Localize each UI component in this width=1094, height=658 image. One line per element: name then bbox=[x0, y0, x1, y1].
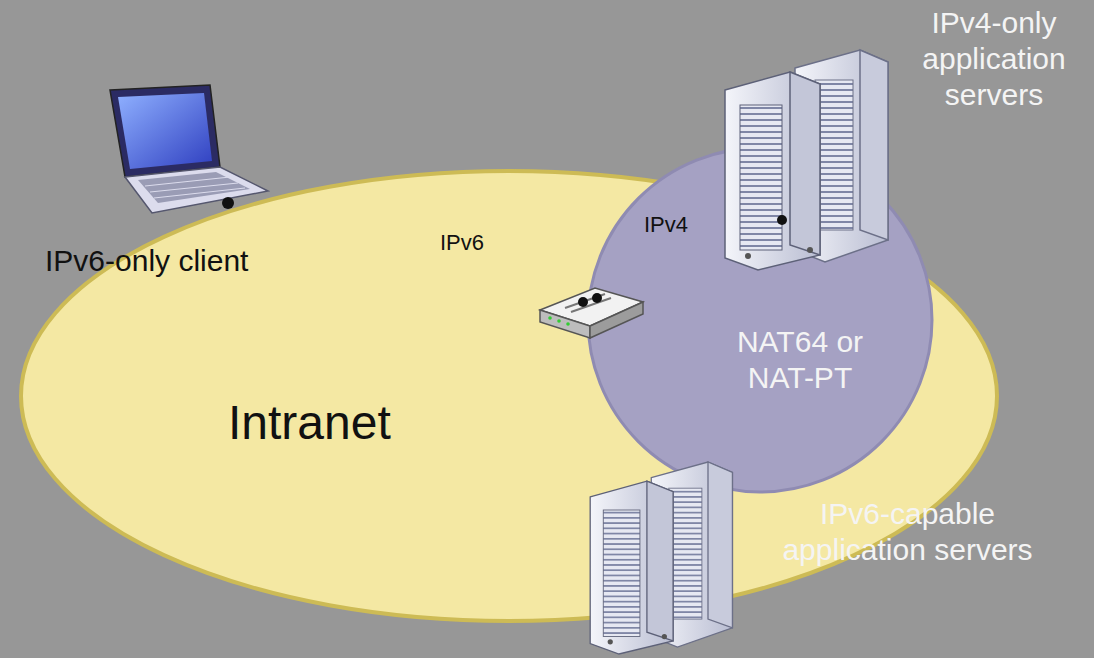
server-icon bbox=[575, 462, 745, 654]
node-label: IPv4-only application servers bbox=[903, 5, 1085, 113]
node-label: IPv6-capable application servers bbox=[765, 496, 1050, 568]
node-label: IPv6-only client bbox=[45, 243, 335, 279]
server-icon bbox=[720, 50, 890, 270]
diagram-node: IPv4-only application servers bbox=[715, 5, 1090, 275]
edge-label: IPv6 bbox=[440, 230, 484, 256]
diagram-node: IPv6-only client bbox=[40, 85, 345, 295]
diagram-node: IPv6-capable application servers bbox=[570, 462, 1060, 656]
node-label: Intranet bbox=[228, 394, 458, 452]
node-label: NAT64 or NAT-PT bbox=[715, 324, 885, 396]
router-icon bbox=[535, 280, 645, 345]
diagram-node: NAT64 or NAT-PT bbox=[535, 280, 887, 405]
laptop-icon bbox=[90, 85, 270, 215]
edge-label: IPv4 bbox=[644, 212, 688, 238]
